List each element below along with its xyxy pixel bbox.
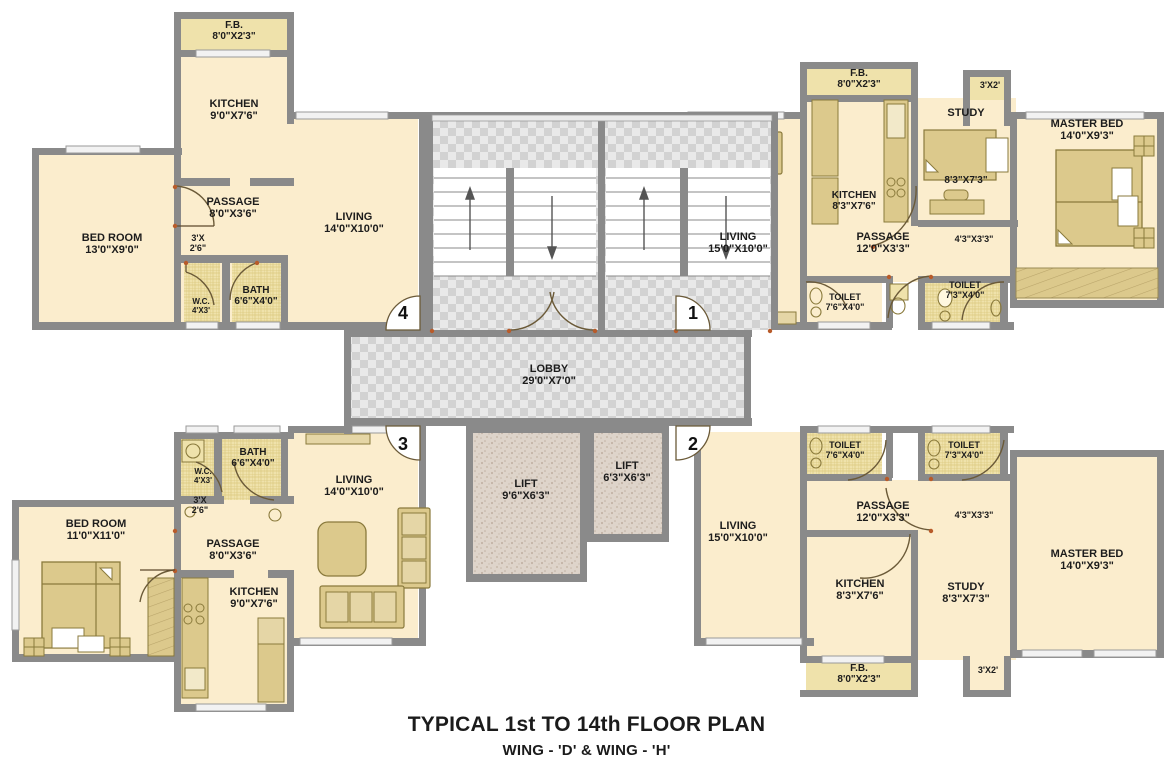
furniture-kitchen-flat3 — [147, 577, 285, 703]
unit-flat-3 — [11, 425, 431, 712]
furniture-living-flat3 — [305, 433, 431, 629]
furniture-masterbed-flat1 — [1055, 135, 1155, 249]
flat-entry-doors — [385, 295, 711, 461]
flat-number-4: 4 — [397, 303, 408, 323]
furniture-bedroom-flat3 — [23, 561, 131, 657]
fixtures-toilets-flat2 — [809, 437, 941, 470]
fixtures-bath-flat3 — [181, 439, 282, 522]
page-subtitle: WING - 'D' & WING - 'H' — [502, 742, 671, 759]
unit-flat-1 — [666, 62, 1164, 330]
page-title: TYPICAL 1st TO 14th FLOOR PLAN — [407, 713, 766, 736]
unit-flat-4 — [32, 12, 426, 330]
central-core — [344, 112, 778, 582]
unit-flat-2 — [694, 425, 1164, 697]
flat-number-3: 3 — [397, 434, 408, 454]
flat-number-2: 2 — [687, 434, 698, 454]
furniture-kitchen-flat1 — [811, 99, 909, 225]
furniture-study-flat1 — [923, 129, 1009, 215]
flat-number-1: 1 — [687, 303, 698, 323]
